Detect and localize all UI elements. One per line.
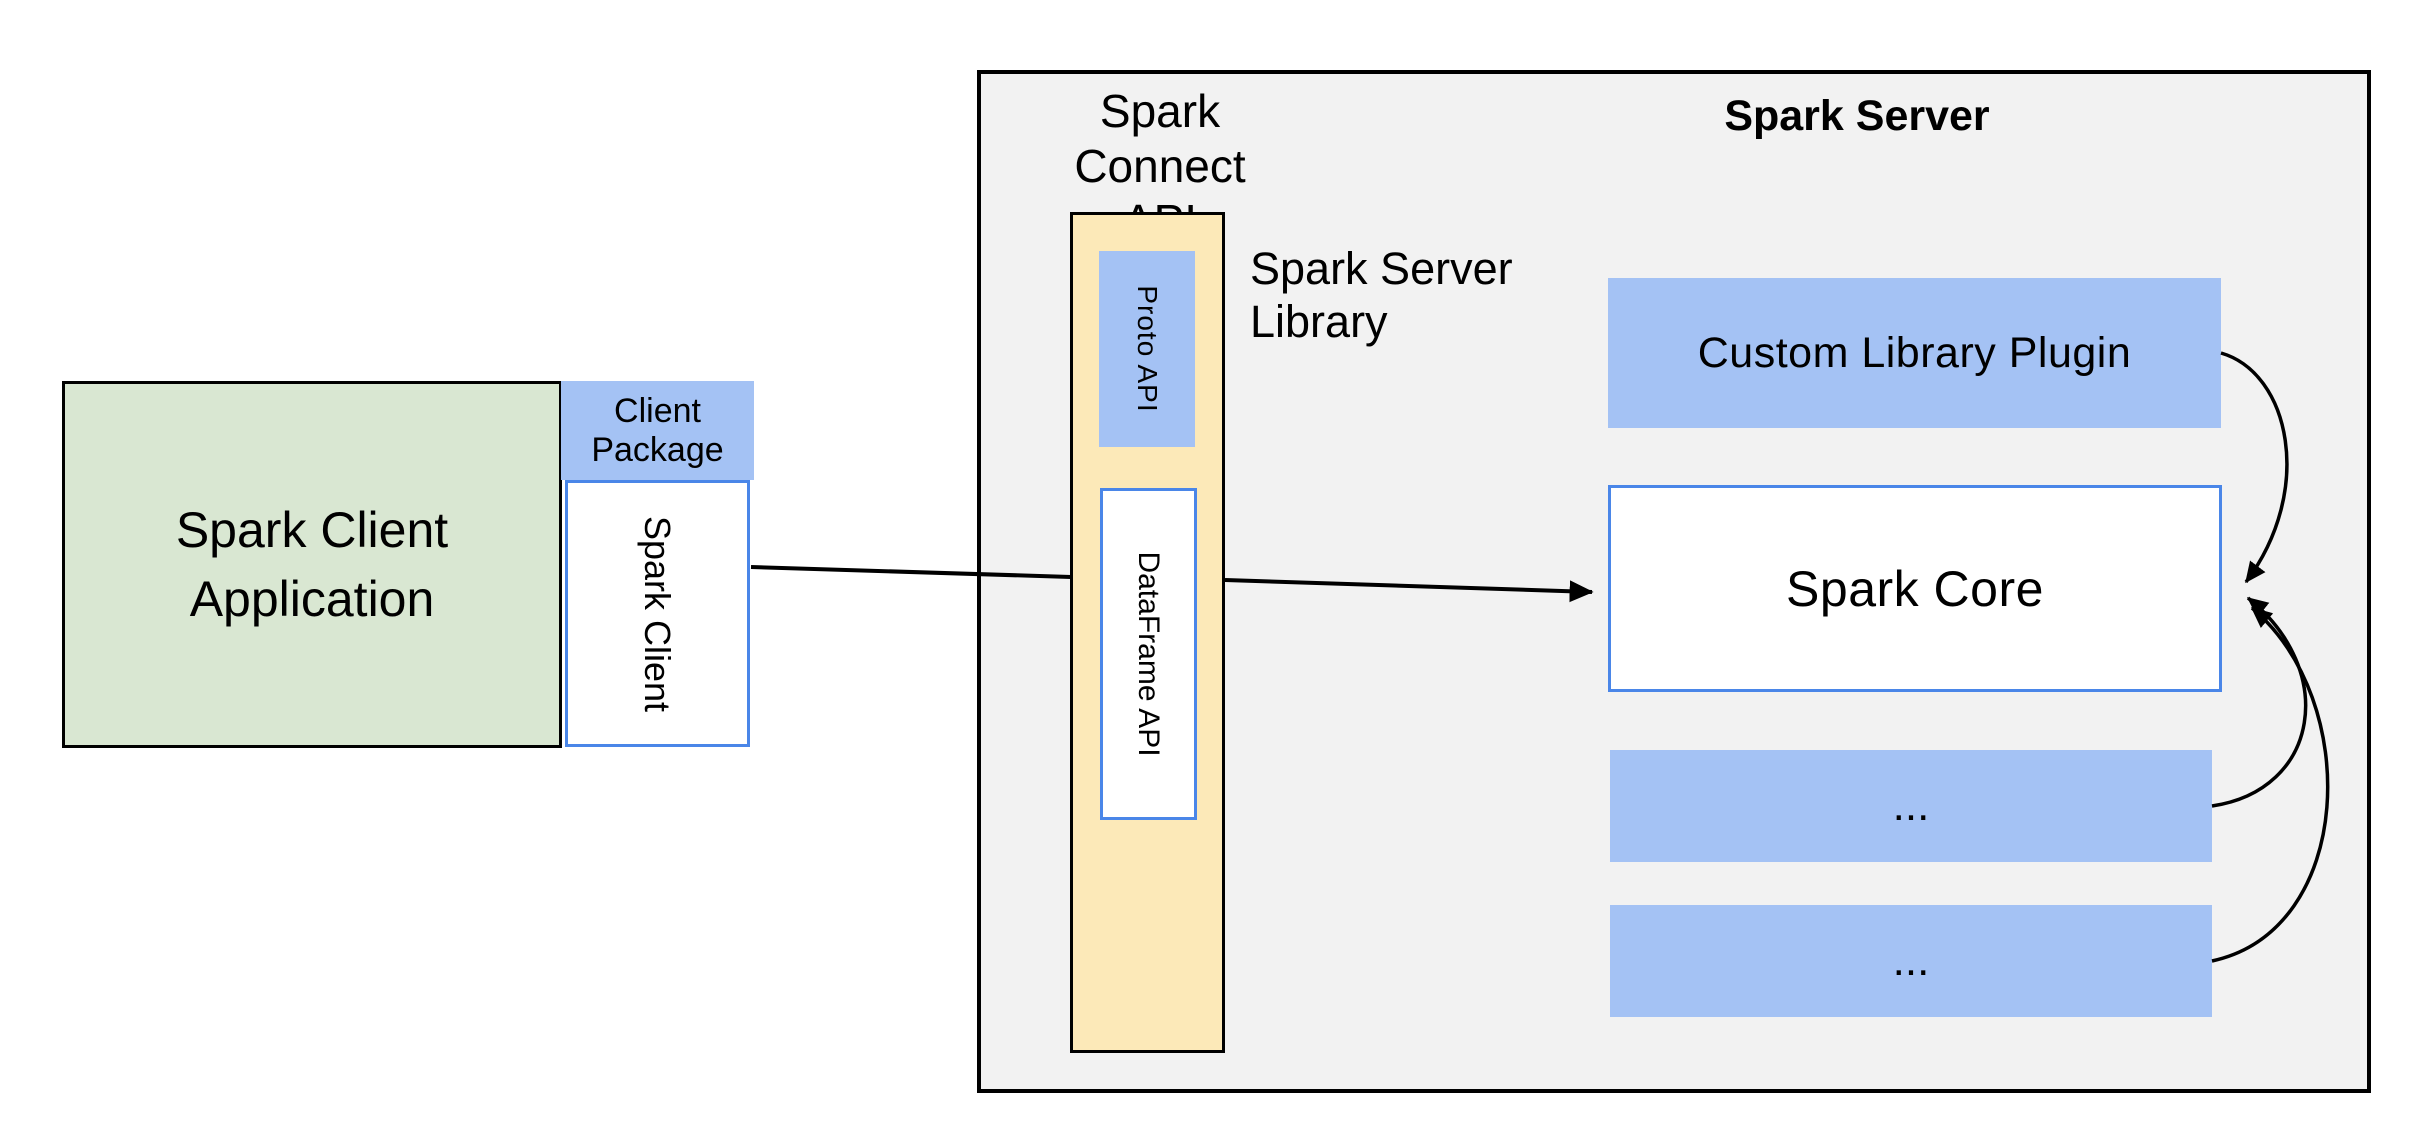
plugin-placeholder-box-bottom: ...	[1610, 905, 2212, 1017]
spark-core-label: Spark Core	[1786, 560, 2044, 617]
spark-client-application-line2: Application	[189, 570, 435, 627]
spark-client-application-line1: Spark Client	[175, 501, 449, 558]
client-package-box: Client Package	[561, 381, 754, 480]
spark-client-label: Spark Client	[637, 515, 678, 713]
spark-core-box: Spark Core	[1608, 485, 2222, 692]
spark-server-library-line1: Spark Server	[1250, 243, 1513, 294]
spark-client-box	[565, 480, 750, 747]
custom-library-plugin-box: Custom Library Plugin	[1608, 278, 2221, 428]
dataframe-api-label: DataFrame API	[1132, 551, 1165, 757]
spark-server-library-label: Spark Server Library	[1250, 242, 1670, 348]
spark-server-title: Spark Server	[1724, 92, 1990, 140]
plugin-placeholder-box-top: ...	[1610, 750, 2212, 862]
dataframe-api-box	[1100, 488, 1197, 820]
spark-client-application-box: Spark Client Application	[62, 381, 562, 748]
ellipsis-top: ...	[1892, 781, 1930, 830]
spark-connect-api-line1: Spark Connect	[1074, 85, 1246, 193]
proto-api-label: Proto API	[1132, 285, 1163, 413]
client-package-line1: Client	[614, 392, 701, 431]
client-package-line2: Package	[591, 430, 724, 469]
custom-library-plugin-label: Custom Library Plugin	[1697, 328, 2132, 377]
spark-server-library-line2: Library	[1250, 296, 1388, 348]
proto-api-box	[1099, 251, 1195, 447]
ellipsis-bottom: ...	[1892, 936, 1930, 985]
